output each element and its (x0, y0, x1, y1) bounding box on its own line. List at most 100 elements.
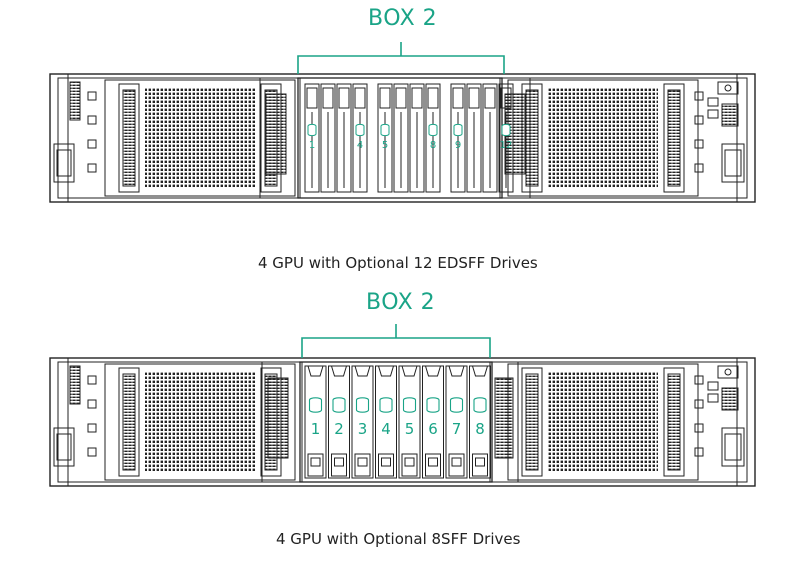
edsff-drive (393, 83, 409, 193)
sff-drive (304, 365, 327, 479)
left-ear-handle (53, 143, 75, 183)
right-ear (736, 357, 756, 487)
drive-icon (308, 400, 323, 413)
sff-handle (378, 453, 394, 477)
edsff-drive (466, 83, 482, 193)
edsff-latch (395, 87, 407, 109)
bay-handle-left (118, 367, 140, 477)
edsff-cage (297, 77, 503, 199)
sff-latch (472, 365, 488, 377)
drive-number: 6 (428, 420, 438, 438)
bay-handle-right-slots (667, 373, 681, 471)
bay-handle-right (663, 83, 685, 193)
status-led (707, 381, 719, 391)
edsff-latch (468, 87, 480, 109)
edsff-drive (498, 83, 514, 193)
sff-drive (375, 365, 397, 479)
cage-left-frame (259, 77, 301, 199)
edsff-latch (427, 87, 439, 109)
screw-mark (694, 163, 704, 173)
edsff-drive (409, 83, 425, 193)
drive-icon (379, 400, 393, 413)
sff-handle (307, 453, 324, 477)
sff-release (428, 457, 438, 467)
drive-number: 7 (452, 420, 462, 438)
sff-latch (401, 365, 418, 377)
sff-drive (328, 365, 350, 479)
sff-release (334, 457, 344, 467)
bay-vent (548, 88, 658, 188)
drive-number: 12 (500, 140, 513, 151)
drive-icon (449, 400, 464, 413)
sff-latch (378, 365, 394, 377)
left-ear-vent (69, 365, 81, 405)
box-bracket (297, 55, 505, 74)
sff-drive (422, 365, 444, 479)
drive-icon (473, 400, 487, 413)
drive-number: 8 (430, 140, 436, 151)
drive-number: 5 (382, 140, 388, 151)
status-led (707, 97, 719, 107)
drive-number: 8 (475, 420, 485, 438)
left-ear-vent (69, 81, 81, 121)
screw-mark (87, 91, 97, 101)
bay-handle-right (663, 367, 685, 477)
sff-release (381, 457, 391, 467)
screw-mark (694, 139, 704, 149)
edsff-latch (500, 87, 512, 109)
screw-mark (87, 375, 97, 385)
right-ear-handle-inner (724, 149, 742, 177)
left-ear-handle-inner (56, 433, 72, 461)
bay-vent (548, 372, 658, 472)
drive-icon (426, 400, 440, 413)
screw-mark (694, 375, 704, 385)
bay-handle-left-slots (122, 89, 136, 187)
sff-latch (448, 365, 465, 377)
bay-handle-left (521, 367, 543, 477)
edsff-drive (320, 83, 336, 193)
edsff-drive (450, 83, 466, 193)
drive-number: 2 (334, 420, 344, 438)
left-ear (49, 357, 69, 487)
status-led (707, 109, 719, 119)
left-ear-handle-inner (56, 149, 72, 177)
screw-mark (87, 447, 97, 457)
drive-icon (355, 400, 370, 413)
power-button (717, 365, 739, 379)
drive-number: 3 (358, 420, 368, 438)
edsff-latch (338, 87, 350, 109)
bay-handle-left-slots (525, 89, 539, 187)
box-bracket (301, 337, 491, 358)
screw-mark (694, 399, 704, 409)
right-ear-handle (721, 143, 745, 183)
edsff-drive (336, 83, 352, 193)
sff-release (475, 457, 485, 467)
drive-icon (380, 126, 390, 137)
top-box-label: BOX 2 (368, 6, 438, 31)
screw-mark (694, 91, 704, 101)
right-ear (736, 73, 756, 203)
cage-left-frame (261, 361, 303, 483)
status-led (707, 393, 719, 403)
screw-mark (694, 423, 704, 433)
screw-mark (87, 399, 97, 409)
drive-icon (428, 126, 438, 137)
screw-mark (87, 163, 97, 173)
gpu-bay (104, 363, 296, 481)
bay-vent (145, 88, 255, 188)
screw-mark (694, 115, 704, 125)
bay-vent (145, 372, 255, 472)
cage-left-vent (265, 93, 287, 175)
sff-release (404, 457, 415, 467)
edsff-latch (306, 87, 318, 109)
drive-icon (355, 126, 365, 137)
bay-handle-left-slots (122, 373, 136, 471)
bay-handle-left (118, 83, 140, 193)
cage-right-vent (494, 377, 514, 459)
drive-icon (332, 400, 346, 413)
edsff-drive (425, 83, 441, 193)
sff-release (357, 457, 368, 467)
drive-number: 1 (311, 420, 321, 438)
